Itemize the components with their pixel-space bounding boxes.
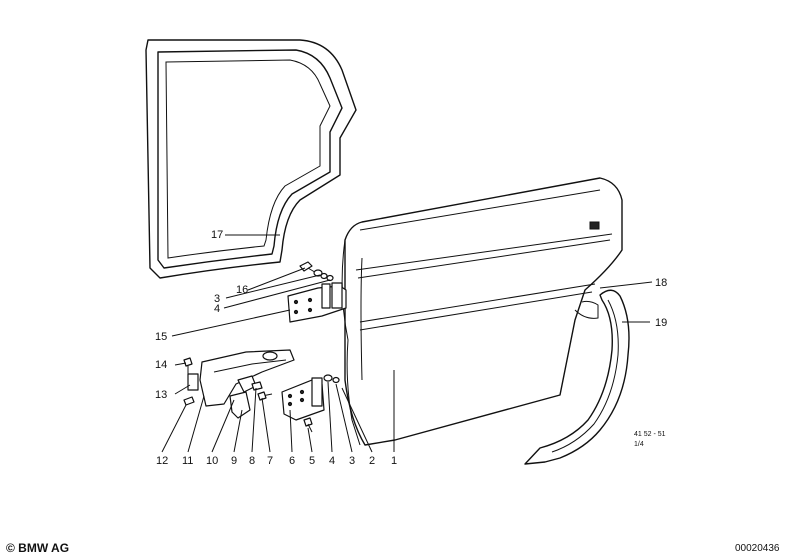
callout-5: 5 bbox=[309, 455, 316, 467]
door-emblem-mark bbox=[589, 221, 600, 230]
wheel-arch-trim-part-19 bbox=[524, 289, 630, 465]
callout-12: 12 bbox=[156, 455, 169, 467]
diagram-number: 00020436 bbox=[735, 543, 780, 554]
diagram-code-note: 41 52 - 51 bbox=[634, 431, 666, 438]
callout-16: 16 bbox=[236, 284, 249, 296]
callout-10: 10 bbox=[206, 455, 219, 467]
callout-2: 2 bbox=[369, 455, 376, 467]
callout-3-lower: 3 bbox=[349, 455, 356, 467]
callout-18: 18 bbox=[655, 277, 668, 289]
check-strap-assembly bbox=[183, 349, 295, 419]
hinge-pin-part-13 bbox=[187, 373, 199, 391]
leader-lines bbox=[161, 234, 653, 453]
copyright-text: © BMW AG bbox=[6, 541, 70, 555]
callout-4-lower: 4 bbox=[329, 455, 336, 467]
cap-part-14 bbox=[183, 357, 193, 367]
callout-6: 6 bbox=[289, 455, 296, 467]
door-frame-seal-part-17 bbox=[145, 39, 357, 279]
callout-13: 13 bbox=[155, 389, 168, 401]
lower-hinge-washers bbox=[323, 374, 340, 384]
callout-17: 17 bbox=[211, 229, 224, 241]
callout-19: 19 bbox=[655, 317, 668, 329]
sheet-note: 1/4 bbox=[634, 441, 644, 448]
callout-14: 14 bbox=[155, 359, 168, 371]
callout-7: 7 bbox=[267, 455, 274, 467]
callout-1: 1 bbox=[391, 455, 398, 467]
upper-hinge-fasteners bbox=[299, 261, 334, 282]
callout-3-upper: 3 bbox=[214, 293, 221, 305]
callout-9: 9 bbox=[231, 455, 238, 467]
lower-hinge-part-6 bbox=[281, 377, 325, 433]
small-bolts bbox=[183, 381, 273, 406]
callout-11: 11 bbox=[182, 455, 194, 467]
callout-8: 8 bbox=[249, 455, 256, 467]
upper-hinge-part-15 bbox=[287, 282, 347, 323]
callout-4-upper: 4 bbox=[214, 303, 221, 315]
door-shell-part-1 bbox=[341, 177, 623, 446]
callout-15: 15 bbox=[155, 331, 168, 343]
